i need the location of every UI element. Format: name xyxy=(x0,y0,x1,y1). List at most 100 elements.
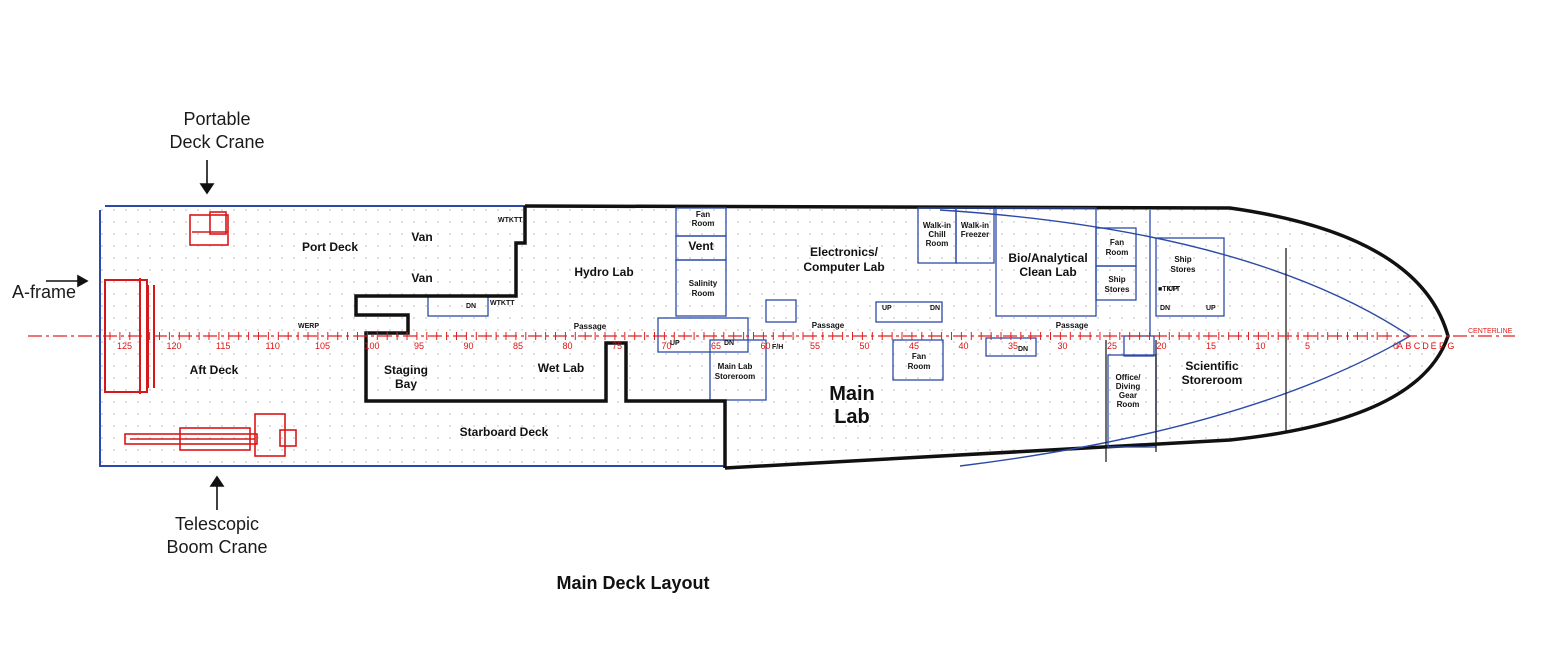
stair-label-1: UP xyxy=(670,340,680,347)
passage-label-2: Passage xyxy=(812,321,845,330)
a-frame-structure xyxy=(104,278,155,394)
frame-number: 95 xyxy=(414,341,424,351)
portable-crane-equipment xyxy=(189,211,229,246)
ship-stores-2-label-2: Stores xyxy=(1171,265,1196,274)
passage-label-1: Passage xyxy=(574,322,607,331)
telescopic-crane-label-1: Telescopic xyxy=(175,514,259,534)
main-lab-label-1: Main xyxy=(829,383,875,405)
stair-label-7: DN xyxy=(1018,346,1028,353)
telescopic-crane-label-2: Boom Crane xyxy=(166,537,267,557)
dark-partitions xyxy=(1105,248,1287,462)
hull-outline xyxy=(99,205,725,467)
office-diving-label-2: Diving xyxy=(1116,382,1141,391)
bio-lab-label-1: Bio/Analytical xyxy=(1008,251,1087,265)
frame-number: 15 xyxy=(1206,341,1216,351)
walk-in-freezer-label-1: Walk-in xyxy=(961,221,989,230)
stair-label-8: DN xyxy=(466,303,476,310)
frame-number: 0 xyxy=(1393,341,1398,351)
passage-label-3: Passage xyxy=(1056,321,1089,330)
frame-number: 25 xyxy=(1107,341,1117,351)
fan-room-1-label-2: Room xyxy=(692,219,715,228)
portable-crane-label-2: Deck Crane xyxy=(169,132,264,152)
van-label-2: Van xyxy=(411,271,432,285)
scientific-storeroom-label-2: Storeroom xyxy=(1182,373,1243,387)
staging-bay-label-2: Bay xyxy=(395,377,417,391)
stair-label-3: UP xyxy=(882,305,892,312)
walk-in-chill-label-3: Room xyxy=(926,239,949,248)
frame-number: 65 xyxy=(711,341,721,351)
portable-crane-label-1: Portable xyxy=(183,109,250,129)
fan-room-2-label-1: Fan xyxy=(912,352,926,361)
fan-room-1-label-1: Fan xyxy=(696,210,710,219)
ship-stores-2-label-1: Ship xyxy=(1174,255,1191,264)
frame-number: 10 xyxy=(1256,341,1266,351)
bio-lab-label-2: Clean Lab xyxy=(1019,265,1076,279)
electronics-lab-label-2: Computer Lab xyxy=(803,260,884,274)
salinity-room-label-2: Room xyxy=(692,289,715,298)
main-lab-storeroom-label-2: Storeroom xyxy=(715,372,755,381)
centerline-label: CENTERLINE xyxy=(1468,328,1513,335)
frame-number: 20 xyxy=(1157,341,1167,351)
salinity-room-label-1: Salinity xyxy=(689,279,718,288)
bulkheads xyxy=(427,207,1225,448)
electronics-lab-label-1: Electronics/ xyxy=(810,245,879,259)
frame-number: A xyxy=(1397,341,1403,351)
van-label-1: Van xyxy=(411,230,432,244)
frame-number: 85 xyxy=(513,341,523,351)
aft-deck-label: Aft Deck xyxy=(190,363,239,377)
fan-room-2-label-2: Room xyxy=(908,362,931,371)
vent-label: Vent xyxy=(688,239,713,253)
frame-number: B xyxy=(1405,341,1411,351)
frame-number: G xyxy=(1447,341,1454,351)
walk-in-chill-label-1: Walk-in xyxy=(923,221,951,230)
frame-number: 80 xyxy=(563,341,573,351)
scientific-storeroom-label-1: Scientific xyxy=(1185,359,1239,373)
tktt-label-3: ■TKTT xyxy=(1158,286,1181,293)
office-diving-label-4: Room xyxy=(1117,400,1140,409)
frame-number: 75 xyxy=(612,341,622,351)
callout-arrows xyxy=(46,160,225,510)
frame-number: F xyxy=(1439,341,1445,351)
staging-bay-label-1: Staging xyxy=(384,363,428,377)
main-lab-label-2: Lab xyxy=(834,406,870,428)
frame-number: E xyxy=(1431,341,1437,351)
stair-label-6: DN xyxy=(1160,305,1170,312)
tktt-label-2: WTKTT xyxy=(490,300,515,307)
frame-number: 105 xyxy=(315,341,330,351)
stair-label-9: UP xyxy=(1168,286,1178,293)
telescopic-crane-equipment xyxy=(124,413,297,457)
wet-lab-label: Wet Lab xyxy=(538,361,584,375)
frame-number: 55 xyxy=(810,341,820,351)
frame-number: 45 xyxy=(909,341,919,351)
walk-in-chill-label-2: Chill xyxy=(928,230,945,239)
frame-number: 120 xyxy=(167,341,182,351)
frame-number: D xyxy=(1422,341,1429,351)
hydro-lab-label: Hydro Lab xyxy=(574,265,633,279)
frame-number: 100 xyxy=(365,341,380,351)
fh-label: F/H xyxy=(772,344,783,351)
office-diving-label-1: Office/ xyxy=(1116,373,1142,382)
stair-label-2: DN xyxy=(724,340,734,347)
frame-number: 110 xyxy=(266,341,280,351)
frame-number: 5 xyxy=(1305,341,1310,351)
frame-number: 90 xyxy=(464,341,474,351)
port-deck-label: Port Deck xyxy=(302,240,358,254)
frame-number: 40 xyxy=(959,341,969,351)
frame-number: 115 xyxy=(216,341,230,351)
main-lab-storeroom-label-1: Main Lab xyxy=(718,362,753,371)
frame-number: 30 xyxy=(1058,341,1068,351)
frame-number: 70 xyxy=(662,341,672,351)
frame-number: 60 xyxy=(761,341,771,351)
stair-label-5: UP xyxy=(1206,305,1216,312)
ship-stores-1-label-1: Ship xyxy=(1108,275,1125,284)
diagram-caption: Main Deck Layout xyxy=(556,573,709,593)
tktt-label-1: WTKTT xyxy=(498,217,523,224)
stair-label-4: DN xyxy=(930,305,940,312)
ship-stores-1-label-2: Stores xyxy=(1105,285,1130,294)
frame-number: 50 xyxy=(860,341,870,351)
frame-number: 35 xyxy=(1008,341,1018,351)
office-diving-label-3: Gear xyxy=(1119,391,1137,400)
frame-number: C xyxy=(1414,341,1421,351)
